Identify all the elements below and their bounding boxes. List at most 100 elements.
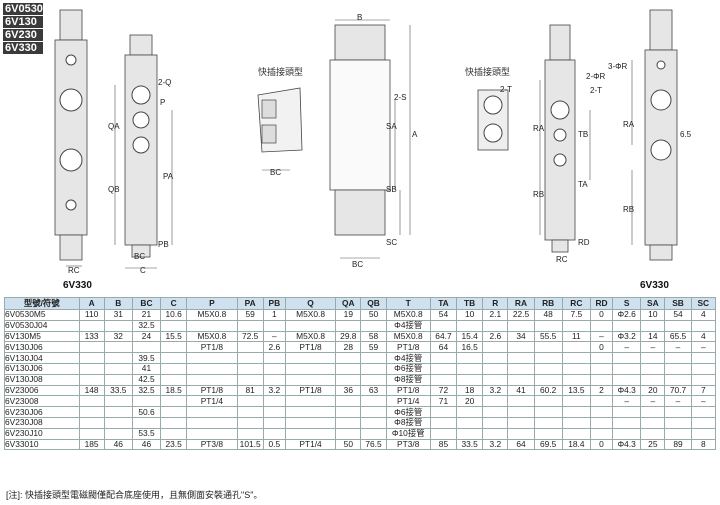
table-cell	[160, 406, 188, 418]
table-cell	[186, 362, 238, 375]
column-header: T	[385, 297, 431, 310]
table-cell: Φ4接管	[385, 319, 431, 332]
model-list: 6V0530 6V130 6V230 6V330	[3, 3, 43, 55]
table-cell: 42.5	[131, 373, 162, 386]
table-cell	[690, 352, 717, 364]
table-cell	[360, 416, 387, 429]
label-3-phi-r: 3-ΦR	[608, 62, 628, 71]
table-cell: PT1/8	[284, 384, 337, 397]
column-header: RC	[561, 297, 591, 310]
table-cell: 58	[360, 330, 387, 343]
table-cell	[482, 416, 509, 429]
table-cell: PT1/8	[385, 341, 431, 354]
column-header: RD	[589, 297, 614, 310]
table-cell: 48	[533, 309, 563, 321]
table-cell: 16.5	[456, 341, 484, 354]
table-cell	[103, 352, 133, 364]
table-cell: 18.4	[561, 438, 591, 451]
table-cell	[589, 427, 614, 440]
table-cell: 10	[456, 309, 484, 321]
table-cell: 33.5	[456, 438, 484, 451]
column-header: 型號/符號	[4, 297, 80, 310]
table-cell: 32.5	[131, 384, 162, 397]
table-cell	[160, 352, 188, 364]
table-cell: Φ4接管	[385, 352, 431, 364]
table-cell	[103, 362, 133, 375]
label-a: A	[412, 130, 418, 139]
table-cell: 89	[664, 438, 692, 451]
table-cell	[78, 427, 105, 440]
table-cell	[507, 362, 535, 375]
table-cell: 63	[360, 384, 387, 397]
table-cell: 81	[236, 384, 264, 397]
table-cell	[640, 319, 666, 332]
table-cell: 32	[103, 330, 133, 343]
table-cell: 15.5	[160, 330, 188, 343]
table-cell	[103, 416, 133, 429]
table-cell: 110	[78, 309, 105, 321]
column-header: TA	[429, 297, 458, 310]
table-cell	[186, 352, 238, 364]
table-cell: 6V230J10	[4, 427, 80, 440]
table-cell: –	[664, 395, 692, 408]
table-cell	[561, 416, 591, 429]
table-cell	[236, 352, 264, 364]
column-header: Q	[284, 297, 337, 310]
table-cell: 50	[335, 438, 362, 451]
column-header: C	[160, 297, 188, 310]
table-cell	[664, 416, 692, 429]
table-cell	[690, 362, 717, 375]
model-badge: 6V330	[3, 42, 43, 54]
table-cell: 101.5	[236, 438, 264, 451]
table-cell	[533, 341, 563, 354]
table-cell: Φ8接管	[385, 416, 431, 429]
label-rb-right: RB	[623, 205, 635, 214]
table-cell: 19	[335, 309, 362, 321]
table-cell	[284, 416, 337, 429]
quick-fitting-label-1: 快插接頭型	[258, 67, 304, 77]
table-cell: 21	[131, 309, 162, 321]
table-cell	[360, 352, 387, 364]
table-cell	[664, 319, 692, 332]
table-cell: 18.5	[160, 384, 188, 397]
table-cell: 6V23008	[4, 395, 80, 408]
label-rb-side: RB	[533, 190, 545, 199]
table-cell: 0	[589, 309, 614, 321]
side-view-right	[539, 24, 591, 253]
table-cell	[640, 362, 666, 375]
table-cell: 59	[360, 341, 387, 354]
table-cell: PT1/8	[186, 384, 238, 397]
table-cell	[533, 416, 563, 429]
table-cell	[561, 341, 591, 354]
label-sa: SA	[386, 122, 397, 131]
table-cell: 3.2	[482, 438, 509, 451]
label-ta: TA	[578, 180, 588, 189]
table-cell: –	[690, 341, 717, 354]
table-cell	[482, 395, 509, 408]
table-cell	[360, 406, 387, 418]
table-cell	[507, 406, 535, 418]
table-cell: M5X0.8	[284, 309, 337, 321]
table-cell: 15.4	[456, 330, 484, 343]
table-cell	[284, 427, 337, 440]
table-cell	[533, 395, 563, 408]
table-cell: PT1/4	[284, 438, 337, 451]
table-cell: 22.5	[507, 309, 535, 321]
table-cell	[561, 427, 591, 440]
footnote: [注]: 快插接頭型電磁閥僅配合底座使用，且無側面安裝通孔"S"。	[6, 490, 263, 500]
table-cell: Φ10接管	[385, 427, 431, 440]
table-cell: 50.6	[131, 406, 162, 418]
label-6-5: 6.5	[680, 130, 692, 139]
table-cell	[482, 341, 509, 354]
table-cell	[507, 352, 535, 364]
table-cell: 14	[640, 330, 666, 343]
table-cell	[236, 341, 264, 354]
table-cell	[640, 373, 666, 386]
table-cell	[262, 352, 286, 364]
table-cell: 0	[589, 438, 614, 451]
table-cell: –	[612, 395, 642, 408]
table-cell	[664, 362, 692, 375]
table-cell: 41	[131, 362, 162, 375]
